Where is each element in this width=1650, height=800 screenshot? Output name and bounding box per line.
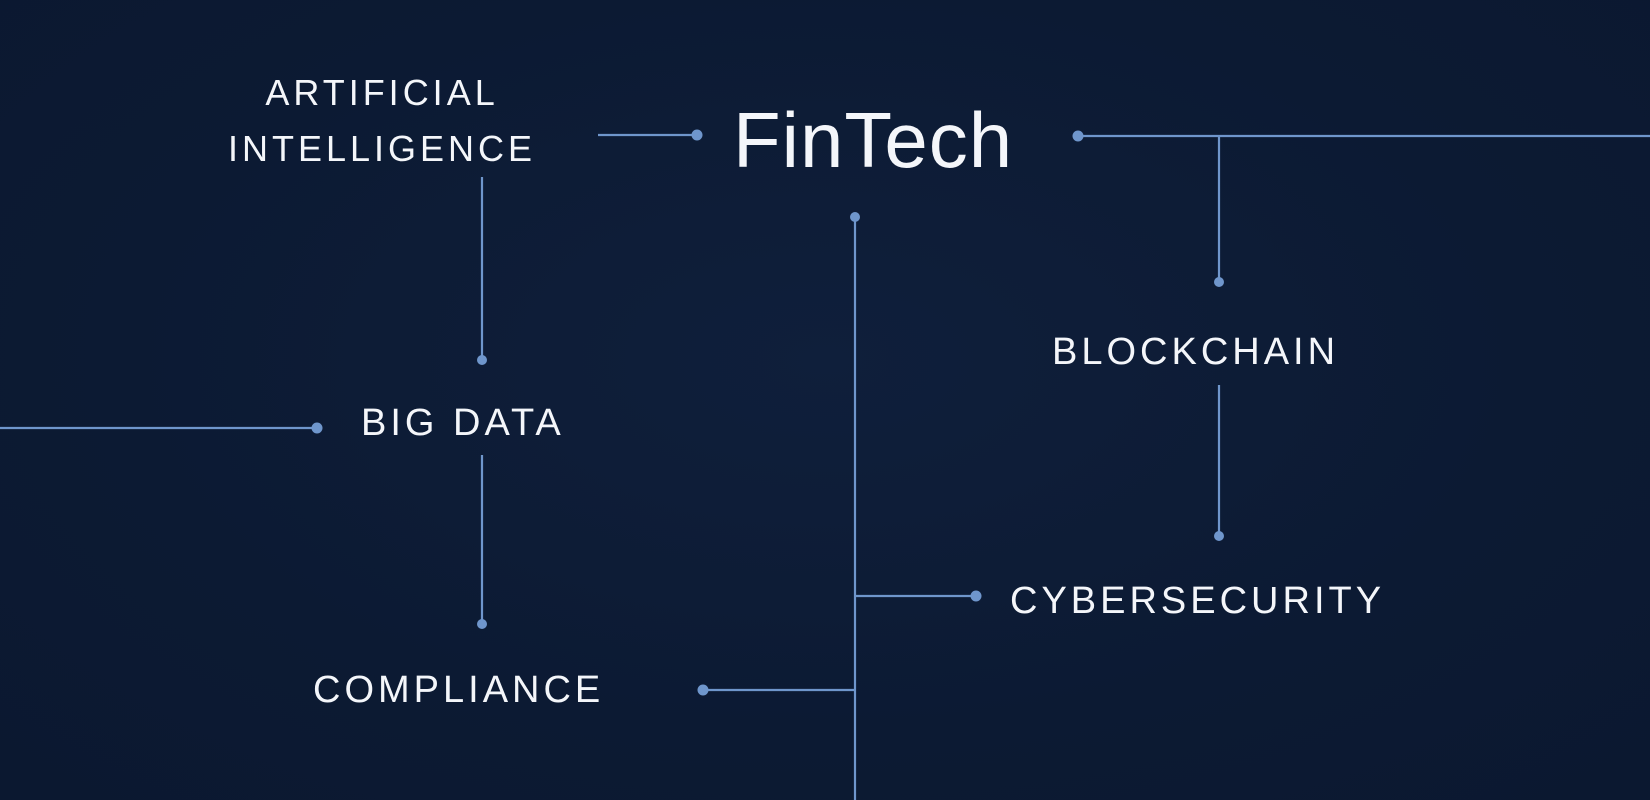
node-dot-fintech-bottom — [850, 212, 860, 222]
node-dot-compliance-top — [477, 619, 487, 629]
node-artificial-intelligence: ARTIFICIAL INTELLIGENCE — [228, 65, 536, 177]
node-dot-bigdata-left — [311, 422, 323, 434]
node-dot-blockchain-top — [1214, 277, 1224, 287]
node-ai-line1: ARTIFICIAL — [265, 72, 499, 113]
node-blockchain: BLOCKCHAIN — [1052, 331, 1340, 373]
node-dot-compliance-right — [697, 684, 709, 696]
node-dot-fintech-right — [1072, 130, 1084, 142]
node-dot-fintech-left — [691, 129, 703, 141]
node-dot-cyber-left — [970, 590, 982, 602]
node-compliance: COMPLIANCE — [313, 669, 605, 711]
node-ai-line2: INTELLIGENCE — [228, 128, 537, 169]
node-dot-cyber-top — [1214, 531, 1224, 541]
node-big-data: BIG DATA — [361, 402, 565, 444]
node-dot-bigdata-top — [477, 355, 487, 365]
node-cybersecurity: CYBERSECURITY — [1010, 580, 1386, 622]
node-fintech-title: FinTech — [733, 96, 1014, 184]
